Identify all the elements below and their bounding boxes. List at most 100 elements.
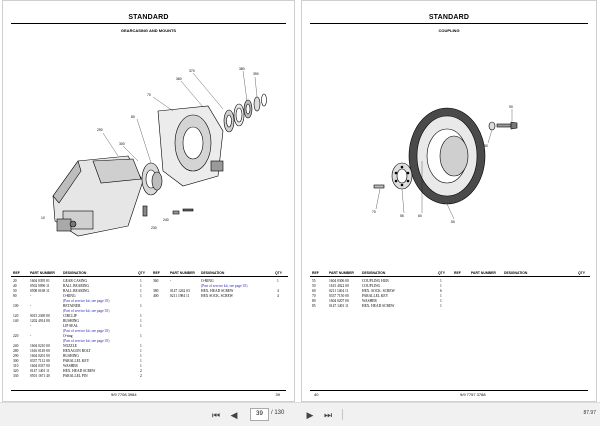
col-header-part: PART NUMBER bbox=[170, 271, 195, 275]
cell-ref: 380 bbox=[153, 289, 159, 293]
cell-ref: 40 bbox=[13, 284, 17, 288]
cell-ref: 80 bbox=[312, 299, 316, 303]
cell-qty: 2 bbox=[140, 374, 142, 378]
table-row: (Part of service kit, see page 35) bbox=[11, 309, 151, 315]
callout-label: 300 bbox=[119, 142, 125, 146]
cell-part: - bbox=[30, 294, 32, 298]
cell-qty: 4 bbox=[277, 289, 279, 293]
gearcasing-exploded-drawing: 300 290 360 370 380 390 70 80 10 230 240 bbox=[41, 67, 267, 237]
doc-number: 9/9 7708 3984 bbox=[111, 392, 137, 397]
cell-desig: (Part of service kit, see page 35) bbox=[63, 339, 110, 343]
cell-ref: 120 bbox=[13, 314, 19, 318]
cell-desig: COUPLING HUB bbox=[362, 279, 389, 283]
cell-ref: 50 bbox=[312, 284, 316, 288]
cell-part: - bbox=[30, 304, 32, 308]
footer-rule bbox=[11, 390, 286, 391]
first-page-icon[interactable]: ⏮ bbox=[211, 410, 221, 420]
cell-desig: BALL BEARING bbox=[63, 289, 90, 293]
callout-label: 230 bbox=[151, 226, 157, 230]
zoom-level[interactable]: 87.97 bbox=[583, 410, 596, 416]
cell-qty: 1 bbox=[140, 334, 142, 338]
cell-qty: 1 bbox=[140, 319, 142, 323]
last-page-icon[interactable]: ⏭ bbox=[323, 410, 333, 420]
cell-part: 0015 2369 00 bbox=[30, 314, 50, 318]
cell-part: 1616 0149 00 bbox=[30, 349, 50, 353]
table-row: 120 0015 2369 00 CIRCLIP 1 bbox=[11, 314, 151, 320]
cell-ref: 20 bbox=[13, 279, 17, 283]
cell-desig: HEX. HEAD SCREW bbox=[362, 304, 395, 308]
col-header-designation: DESIGNATION bbox=[504, 271, 528, 275]
cell-part: 1604 0395 01 bbox=[30, 279, 50, 283]
prev-page-icon[interactable]: ◀ bbox=[230, 410, 238, 420]
callout-label: 70 bbox=[372, 210, 376, 214]
cell-qty: 1 bbox=[277, 279, 279, 283]
col-header-qty: QTY bbox=[578, 271, 585, 275]
callout-label: 55 bbox=[400, 214, 404, 218]
callout-label: 380 bbox=[239, 67, 245, 71]
cell-desig: HEX SOCK. SCREW bbox=[201, 294, 234, 298]
cell-desig: O-RING bbox=[63, 294, 76, 298]
cell-qty: 6 bbox=[440, 289, 442, 293]
cell-part: 1604 0201 00 bbox=[30, 354, 50, 358]
cell-ref: 140 bbox=[13, 319, 19, 323]
page-header: STANDARD bbox=[428, 14, 470, 21]
page-number-input[interactable]: 39 bbox=[250, 408, 269, 421]
callout-label: 290 bbox=[97, 128, 103, 132]
cell-desig: BUSHING bbox=[63, 319, 79, 323]
callout-label: 10 bbox=[41, 216, 45, 220]
cell-qty: 1 bbox=[140, 289, 142, 293]
col-header-ref: REF bbox=[153, 271, 160, 275]
section-title: GEARCASING AND MOUNTS bbox=[120, 28, 177, 33]
cell-qty: 1 bbox=[440, 279, 442, 283]
col-header-ref: REF bbox=[13, 271, 20, 275]
cell-desig: PARALLEL KEY bbox=[362, 294, 389, 298]
page-total: / 130 bbox=[271, 410, 285, 416]
col-header-qty: QTY bbox=[275, 271, 282, 275]
cell-desig: WASHER bbox=[63, 364, 78, 368]
page-header: STANDARD bbox=[128, 14, 169, 21]
cell-desig: CIRCLIP bbox=[63, 314, 77, 318]
cell-qty: 1 bbox=[140, 314, 142, 318]
page-number: 39 bbox=[275, 392, 280, 397]
table-row: (Part of service kit, see page 35) bbox=[11, 329, 151, 335]
cell-ref: 290 bbox=[13, 354, 19, 358]
cell-qty: 1 bbox=[140, 279, 142, 283]
cell-part: 1604 0306 00 bbox=[329, 279, 349, 283]
cell-part: - bbox=[30, 324, 32, 328]
table-row: (Part of service kit, see page 35) bbox=[11, 284, 247, 290]
col-header-qty: QTY bbox=[138, 271, 145, 275]
cell-part: 1202 4914 00 bbox=[30, 319, 50, 323]
table-row: (Part of service kit, see page 35) bbox=[11, 299, 151, 305]
next-page-icon[interactable]: ▶ bbox=[306, 410, 314, 420]
cell-part: - bbox=[170, 279, 172, 283]
cell-qty: 1 bbox=[140, 304, 142, 308]
cell-qty: 1 bbox=[140, 294, 142, 298]
cell-desig: COUPLING bbox=[362, 284, 381, 288]
cell-part: 0211 1404 11 bbox=[329, 289, 349, 293]
cell-qty: 4 bbox=[277, 294, 279, 298]
cell-qty: 2 bbox=[140, 369, 142, 373]
cell-part: 1604 0207 00 bbox=[329, 299, 349, 303]
cell-ref: 70 bbox=[312, 294, 316, 298]
left-page: STANDARD GEARCASING AND MOUNTS bbox=[2, 0, 295, 402]
cell-qty: 1 bbox=[440, 294, 442, 298]
cell-part: 0502 0096 11 bbox=[30, 284, 50, 288]
header-rule bbox=[310, 23, 588, 24]
callout-label: 80 bbox=[484, 144, 488, 148]
col-header-designation: DESIGNATION bbox=[362, 271, 386, 275]
cell-part: 0147 1262 03 bbox=[170, 289, 190, 293]
callout-label: 50 bbox=[451, 220, 455, 224]
cell-ref: 240 bbox=[13, 344, 19, 348]
section-title: COUPLING bbox=[438, 28, 460, 33]
